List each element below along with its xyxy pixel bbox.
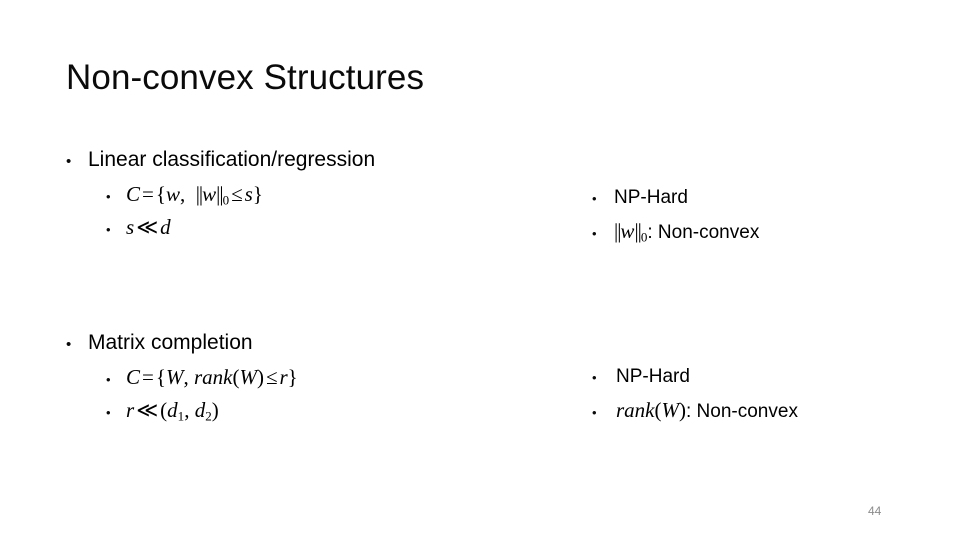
bullet-dot-icon: • <box>66 153 72 170</box>
section-1-note-2: • ||w||0: Non-convex <box>592 215 942 250</box>
bullet-dot-icon: • <box>106 372 111 387</box>
math-symbol-comma: , <box>179 182 186 206</box>
math-symbol-s: s <box>244 182 253 206</box>
math-subscript-one: 1 <box>177 408 185 424</box>
section-2-formula-2: • r≪(d1, d2) <box>66 395 566 428</box>
note-rank-non-convex: rank(W): Non-convex <box>616 394 798 428</box>
math-symbol-much-less-than: ≪ <box>136 398 159 422</box>
math-symbol-close-brace: } <box>287 365 298 389</box>
bullet-dot-icon: • <box>592 370 597 385</box>
math-symbol-leq: ≤ <box>265 365 278 389</box>
math-symbol-norm-close: || <box>216 182 223 206</box>
math-symbol-W: W <box>165 365 184 389</box>
section-1-formula-2: • s≪d <box>66 212 566 245</box>
formula-rank-much-less: r≪(d1, d2) <box>126 395 219 426</box>
math-symbol-w-norm: w <box>202 182 217 206</box>
math-symbol-close-brace: } <box>252 182 263 206</box>
math-symbol-paren-close: ) <box>679 398 686 422</box>
section-2-note-1: • NP-Hard <box>592 361 942 394</box>
math-symbol-r: r <box>126 398 135 422</box>
math-subscript-zero: 0 <box>222 192 230 208</box>
section-1-heading: Linear classification/regression <box>88 148 376 171</box>
bullet-dot-icon: • <box>592 191 597 206</box>
section-2-note-2: • rank(W): Non-convex <box>592 394 942 429</box>
math-symbol-w: w <box>620 219 635 243</box>
complexity-label-np-hard: NP-Hard <box>614 187 688 208</box>
note-suffix-non-convex: : Non-convex <box>686 401 798 422</box>
math-symbol-C: C <box>126 182 141 206</box>
bullet-dot-icon: • <box>106 405 111 420</box>
math-symbol-open-brace: { <box>155 182 166 206</box>
bullet-dot-icon: • <box>106 189 111 204</box>
formula-sparsity-much-less: s≪d <box>126 212 171 243</box>
note-suffix-non-convex: : Non-convex <box>647 222 760 243</box>
math-symbol-paren-open: ( <box>654 398 662 422</box>
math-symbol-much-less-than: ≪ <box>136 215 159 239</box>
math-symbol-W-arg: W <box>239 365 257 389</box>
section-1-right-column: • NP-Hard • ||w||0: Non-convex <box>592 182 942 250</box>
math-function-rank: rank <box>193 365 233 389</box>
math-symbol-equals: = <box>142 365 154 389</box>
math-symbol-paren-open: ( <box>160 398 168 422</box>
bullet-dot-icon: • <box>592 226 597 241</box>
math-symbol-s: s <box>126 215 135 239</box>
section-2-right-column: • NP-Hard • rank(W): Non-convex <box>592 361 942 429</box>
section-1-note-1: • NP-Hard <box>592 182 942 215</box>
bullet-dot-icon: • <box>592 405 597 420</box>
math-subscript-two: 2 <box>205 408 212 424</box>
complexity-label-np-hard: NP-Hard <box>616 366 690 387</box>
math-symbol-W-arg: W <box>661 398 680 422</box>
math-symbol-leq: ≤ <box>231 182 243 206</box>
math-function-rank: rank <box>616 398 655 422</box>
math-subscript-zero: 0 <box>640 229 648 245</box>
math-symbol-w: w <box>165 182 180 206</box>
math-symbol-paren-open: ( <box>232 365 240 389</box>
section-2-formula-1: • C={W, rank(W)≤r} <box>66 362 566 395</box>
math-symbol-comma: , <box>183 365 189 389</box>
math-symbol-comma: , <box>184 398 190 422</box>
math-symbol-norm-close: || <box>634 219 641 243</box>
math-symbol-d1: d <box>167 398 178 422</box>
page-title: Non-convex Structures <box>66 58 425 97</box>
math-symbol-equals: = <box>142 182 154 206</box>
note-l0-norm-non-convex: ||w||0: Non-convex <box>614 215 759 249</box>
math-symbol-paren-close: ) <box>256 365 264 389</box>
bullet-dot-icon: • <box>66 336 72 353</box>
math-symbol-open-brace: { <box>155 365 166 389</box>
section-1-left-column: • Linear classification/regression • C={… <box>66 145 566 245</box>
math-symbol-d2: d <box>194 398 206 422</box>
section-1-formula-1: • C={w, ||w||0≤s} <box>66 179 566 212</box>
section-1-heading-bullet: • Linear classification/regression <box>66 145 566 177</box>
math-symbol-r: r <box>279 365 288 389</box>
bullet-dot-icon: • <box>106 222 111 237</box>
section-2-heading: Matrix completion <box>88 331 253 354</box>
math-symbol-norm-open: || <box>195 182 203 206</box>
formula-constraint-set-sparse: C={w, ||w||0≤s} <box>126 179 263 210</box>
math-symbol-C: C <box>126 365 141 389</box>
formula-constraint-set-low-rank: C={W, rank(W)≤r} <box>126 362 298 393</box>
math-symbol-norm-open: || <box>614 219 621 243</box>
section-2-left-column: • Matrix completion • C={W, rank(W)≤r} •… <box>66 328 566 428</box>
section-2-heading-bullet: • Matrix completion <box>66 328 566 360</box>
math-symbol-paren-close: ) <box>211 398 219 422</box>
slide-number: 44 <box>868 504 882 518</box>
math-symbol-d: d <box>160 215 171 239</box>
